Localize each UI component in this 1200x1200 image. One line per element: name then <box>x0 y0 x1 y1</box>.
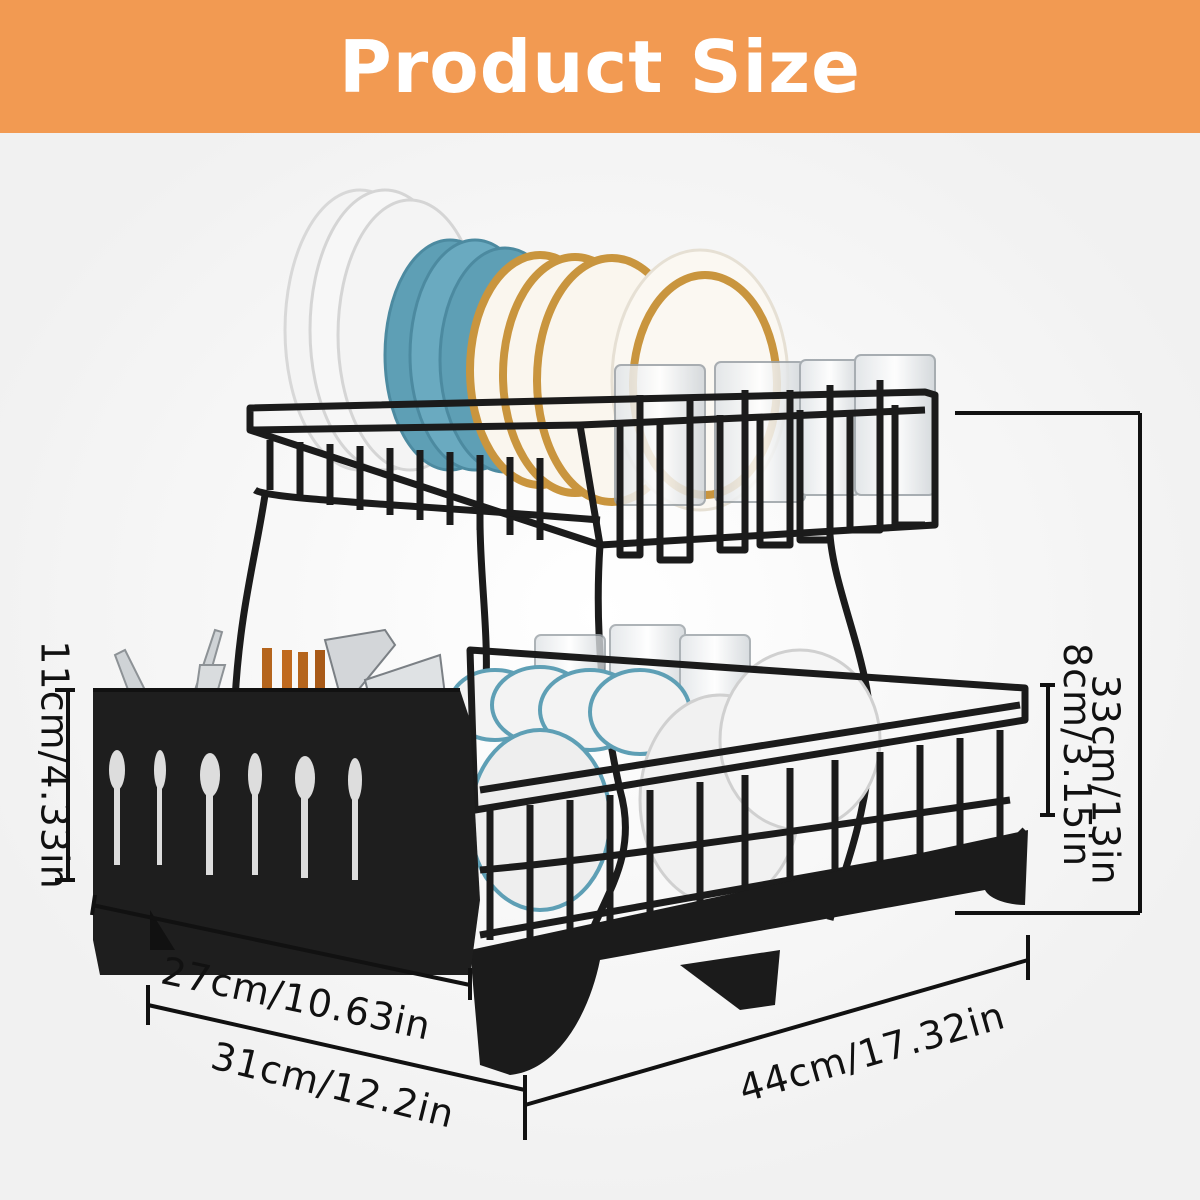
spoon-cutouts <box>109 750 362 880</box>
product-stage: 33cm/13in 8cm/3.15in 11cm/4.33in 27cm/10… <box>0 133 1200 1200</box>
dish-rack-illustration <box>0 133 1200 1200</box>
header-banner: Product Size <box>0 0 1200 133</box>
page-title: Product Size <box>339 24 861 109</box>
dimension-lines <box>55 411 1142 1140</box>
basket-height-label: 11cm/4.33in <box>32 640 77 890</box>
upper-clearance-label: 8cm/3.15in <box>1055 642 1100 868</box>
